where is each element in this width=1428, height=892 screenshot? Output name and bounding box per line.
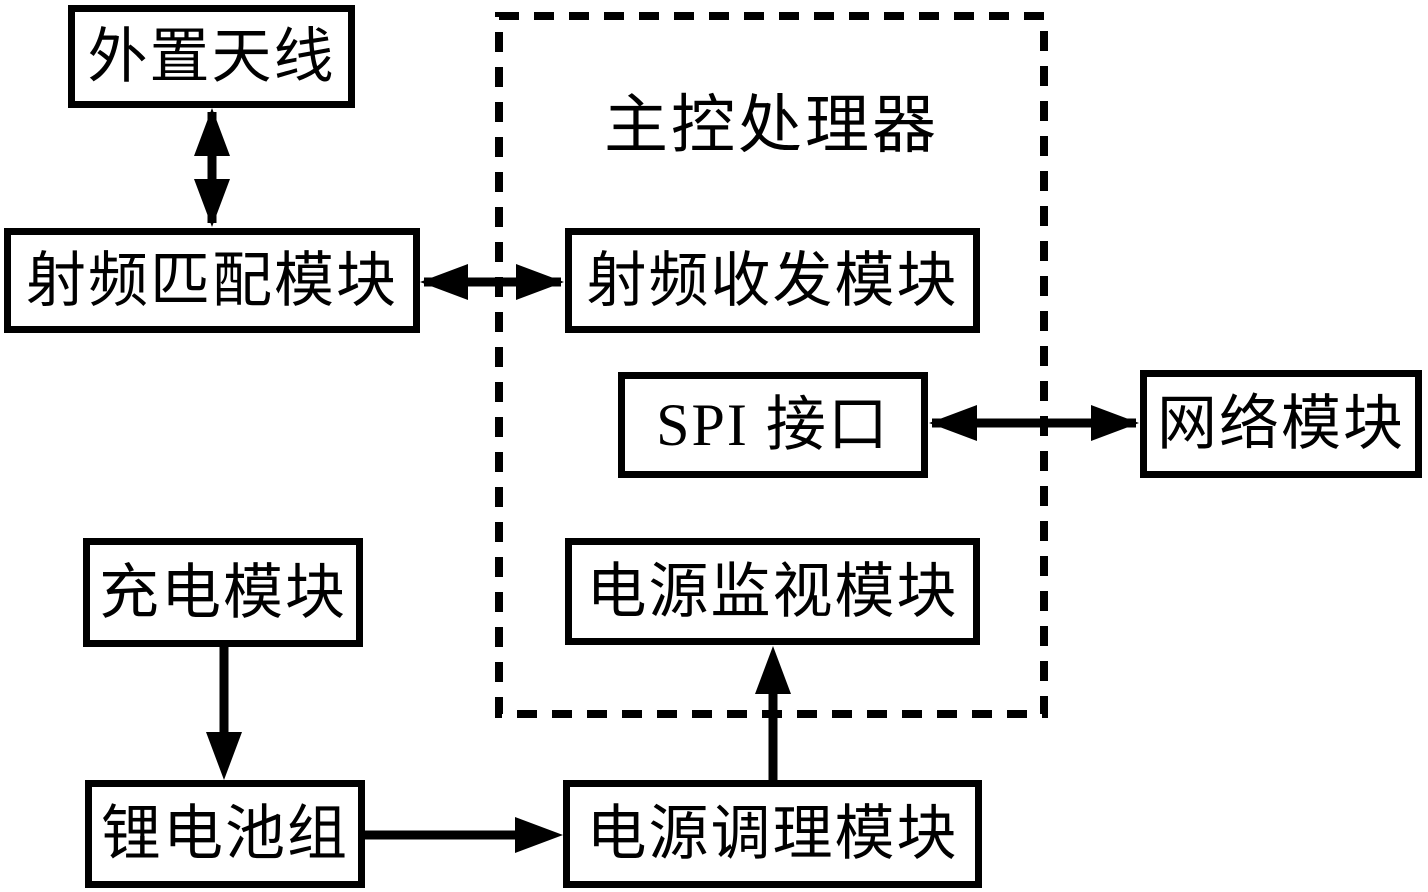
power-monitor-label: 电源监视模块 xyxy=(586,558,959,625)
battery-pack-label: 锂电池组 xyxy=(101,801,349,867)
rf-matching-label: 射频匹配模块 xyxy=(26,247,398,314)
external-antenna-label: 外置天线 xyxy=(87,23,336,90)
power-conditioning-label: 电源调理模块 xyxy=(586,801,959,867)
box-spi-interface: SPI 接口 xyxy=(618,372,928,478)
box-battery-pack: 锂电池组 xyxy=(85,780,365,888)
charging-module-label: 充电模块 xyxy=(99,559,347,626)
spi-interface-label: SPI 接口 xyxy=(656,392,890,458)
arrow-rfmatching-rftransceiver xyxy=(420,264,564,300)
box-power-conditioning-module: 电源调理模块 xyxy=(563,780,982,888)
rf-transceiver-label: 射频收发模块 xyxy=(586,247,959,314)
arrow-spi-network xyxy=(929,405,1139,441)
box-external-antenna: 外置天线 xyxy=(68,5,355,108)
arrow-charging-battery xyxy=(206,647,242,780)
box-rf-matching-module: 射频匹配模块 xyxy=(4,228,420,333)
box-charging-module: 充电模块 xyxy=(83,538,363,647)
main-processor-label: 主控处理器 xyxy=(604,90,939,161)
arrow-antenna-rfmatching xyxy=(194,108,230,227)
box-rf-transceiver-module: 射频收发模块 xyxy=(565,228,980,333)
box-network-module: 网络模块 xyxy=(1140,370,1422,478)
network-module-label: 网络模块 xyxy=(1157,391,1405,457)
arrow-battery-powerconditioning xyxy=(365,817,563,853)
box-power-monitor-module: 电源监视模块 xyxy=(565,538,980,645)
arrow-powerconditioning-powermonitor xyxy=(755,646,791,782)
